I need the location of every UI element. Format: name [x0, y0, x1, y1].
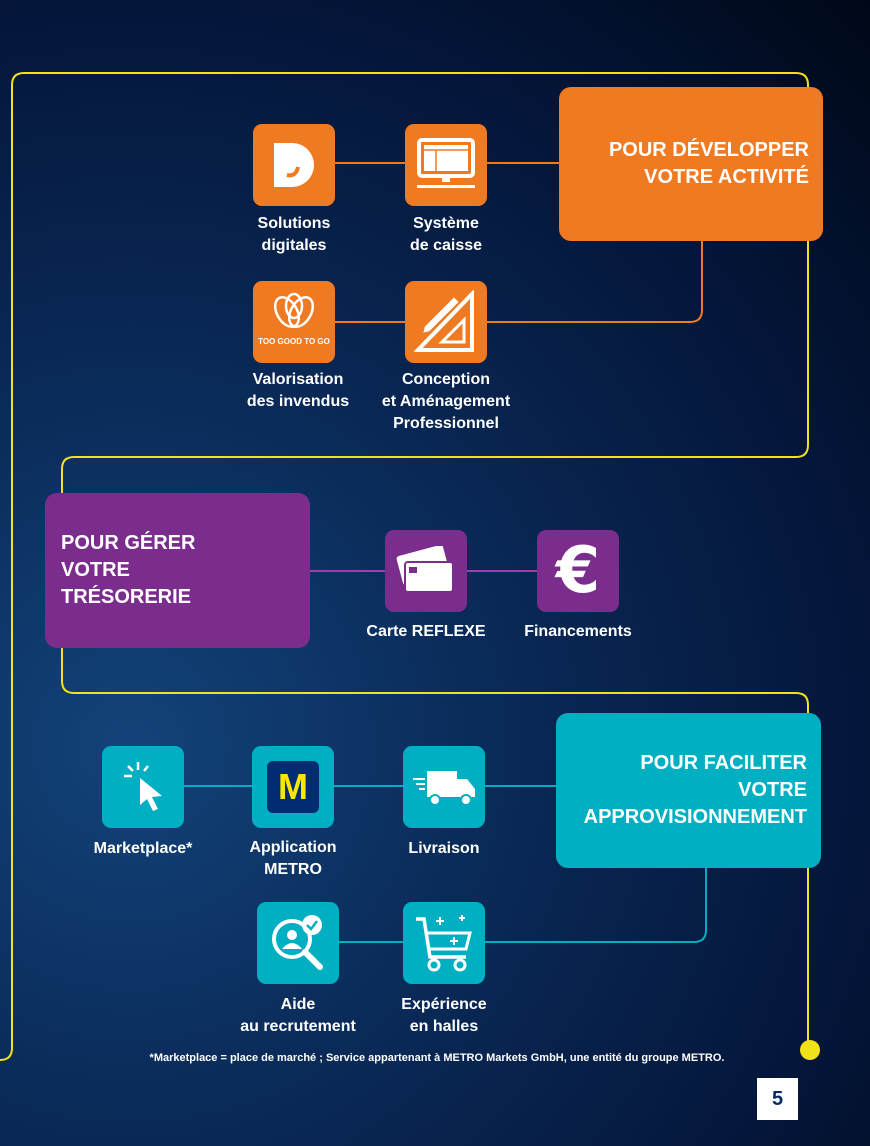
- item-label: Financements: [524, 623, 632, 640]
- metro-app-icon[interactable]: M: [252, 746, 334, 828]
- yellow-path: [0, 72, 809, 1061]
- shopping-cart-icon[interactable]: [403, 902, 485, 984]
- page-number: 5: [757, 1078, 798, 1120]
- yellow-end-dot: [800, 1040, 820, 1060]
- ruler-pencil-icon[interactable]: [405, 281, 487, 363]
- item-label: Livraison: [408, 840, 480, 857]
- recruitment-search-icon[interactable]: [257, 902, 339, 984]
- item-label: Marketplace*: [93, 840, 193, 857]
- section-title-line: POUR DÉVELOPPER: [608, 139, 809, 161]
- delivery-truck-icon[interactable]: [403, 746, 485, 828]
- digital-d-icon[interactable]: [253, 124, 335, 206]
- footnote: *Marketplace = place de marché ; Service…: [149, 1052, 725, 1064]
- item-label: Carte REFLEXE: [366, 623, 486, 640]
- section-develop-box: POUR DÉVELOPPER VOTRE ACTIVITÉ: [559, 87, 823, 241]
- cursor-click-icon[interactable]: [102, 746, 184, 828]
- euro-icon[interactable]: €: [537, 530, 619, 612]
- cash-register-monitor-icon[interactable]: [405, 124, 487, 206]
- too-good-to-go-logo-icon[interactable]: TOO GOOD TO GO: [253, 281, 335, 363]
- svg-text:TOO GOOD TO GO: TOO GOOD TO GO: [258, 337, 330, 346]
- credit-card-icon[interactable]: [385, 530, 467, 612]
- section-title-line: VOTRE ACTIVITÉ: [644, 166, 809, 188]
